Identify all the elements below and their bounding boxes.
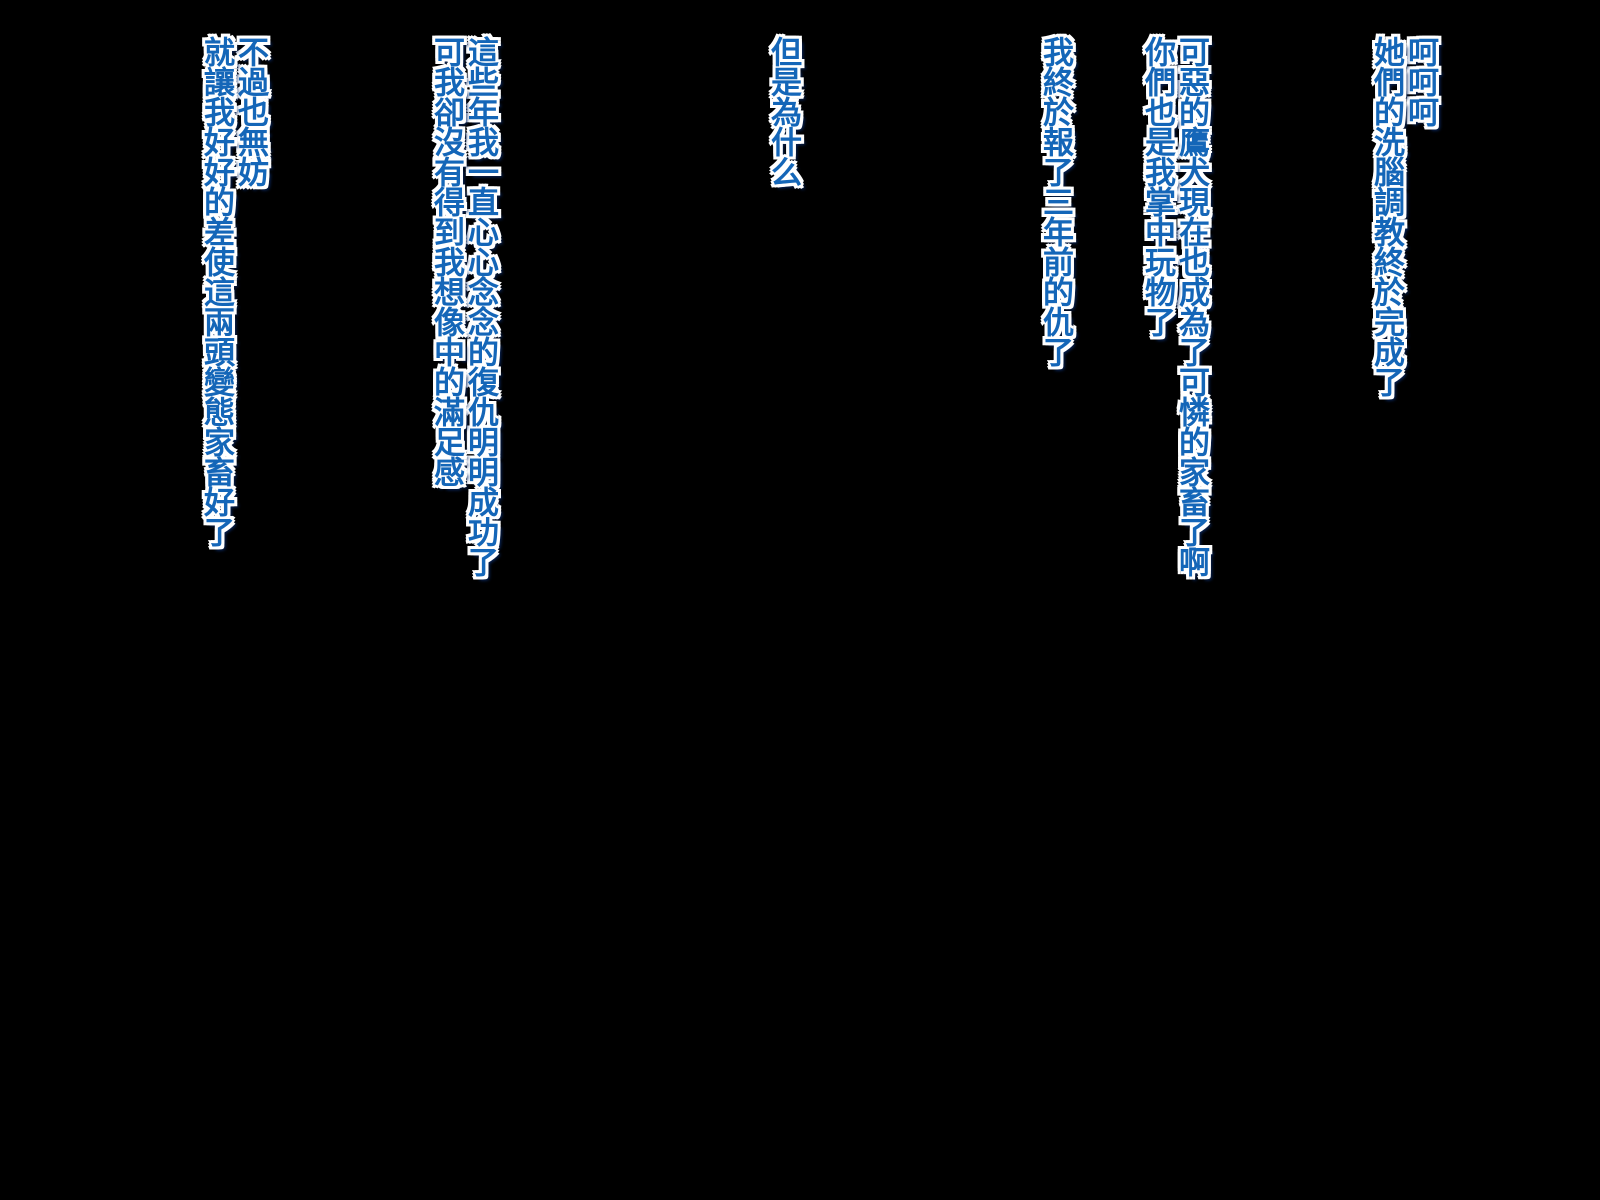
dialogue-line: 呵呵呵	[1402, 36, 1438, 126]
dialogue-line: 但是為什么	[765, 36, 801, 186]
dialogue-line: 不過也無妨	[232, 36, 268, 186]
dialogue-line: 可我卻沒有得到我想像中的滿足感	[428, 36, 464, 486]
dialogue-line: 你們也是我掌中玩物了	[1139, 36, 1175, 336]
dialogue-line: 我終於報了三年前的仇了	[1037, 36, 1073, 366]
dialogue-line: 這些年我一直心心念念的復仇明明成功了	[462, 36, 498, 576]
dialogue-line: 她們的洗腦調教終於完成了	[1368, 36, 1404, 396]
dialogue-line: 就讓我好好的差使這兩頭變態家畜好了	[198, 36, 234, 546]
dialogue-line: 可惡的鷹犬現在也成為了可憐的家畜了啊	[1173, 36, 1209, 576]
